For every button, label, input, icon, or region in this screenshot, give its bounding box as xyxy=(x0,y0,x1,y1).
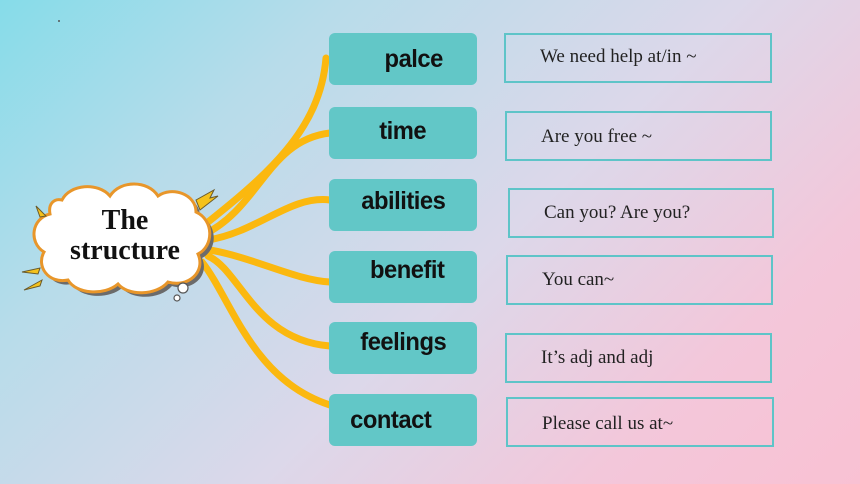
topic-box-contact: contact xyxy=(329,394,477,446)
connector-benefit xyxy=(206,246,334,286)
topic-box-palce: palce xyxy=(329,33,477,85)
topic-box-abilities: abilities xyxy=(329,179,477,231)
center-title-line1: The xyxy=(101,205,149,236)
topic-label-benefit: benefit xyxy=(369,255,445,284)
phrase-box-time: Are you free ~ xyxy=(505,111,772,161)
topic-label-palce: palce xyxy=(384,44,444,73)
cloud-shape xyxy=(32,182,212,295)
center-title: The structure xyxy=(40,206,210,266)
spark-accent-top-left xyxy=(35,205,48,218)
topic-label-abilities: abilities xyxy=(360,186,446,215)
phrase-box-abilities: Can you? Are you? xyxy=(508,188,774,238)
topic-box-time: time xyxy=(329,107,477,159)
phrase-box-contact: Please call us at~ xyxy=(506,397,774,447)
phrase-text-contact: Please call us at~ xyxy=(542,413,674,434)
connector-abilities xyxy=(204,196,334,244)
phrase-text-palce: We need help at/in ~ xyxy=(540,46,697,67)
phrase-text-abilities: Can you? Are you? xyxy=(544,202,691,223)
topic-box-feelings: feelings xyxy=(329,322,477,374)
topic-label-time: time xyxy=(379,116,427,145)
phrase-text-feelings: It’s adj and adj xyxy=(541,347,654,368)
phrase-text-benefit: You can~ xyxy=(542,269,615,290)
spark-accent-left xyxy=(21,267,41,275)
spark-accent-left-lower xyxy=(23,278,43,291)
center-title-line2: structure xyxy=(70,235,180,266)
thought-bubble-small xyxy=(173,294,181,302)
topic-label-feelings: feelings xyxy=(360,327,446,356)
phrase-box-feelings: It’s adj and adj xyxy=(505,333,772,383)
topic-box-benefit: benefit xyxy=(329,251,477,303)
connector-time xyxy=(199,129,334,239)
connector-feelings xyxy=(204,252,334,350)
phrase-box-palce: We need help at/in ~ xyxy=(504,33,772,83)
phrase-box-benefit: You can~ xyxy=(506,255,773,305)
phrase-text-time: Are you free ~ xyxy=(541,126,653,147)
connector-contact xyxy=(198,258,334,409)
speck-dot xyxy=(58,20,60,22)
topic-label-contact: contact xyxy=(350,405,432,434)
thought-bubble-large xyxy=(177,282,189,294)
spark-accent-top-right xyxy=(195,188,219,211)
